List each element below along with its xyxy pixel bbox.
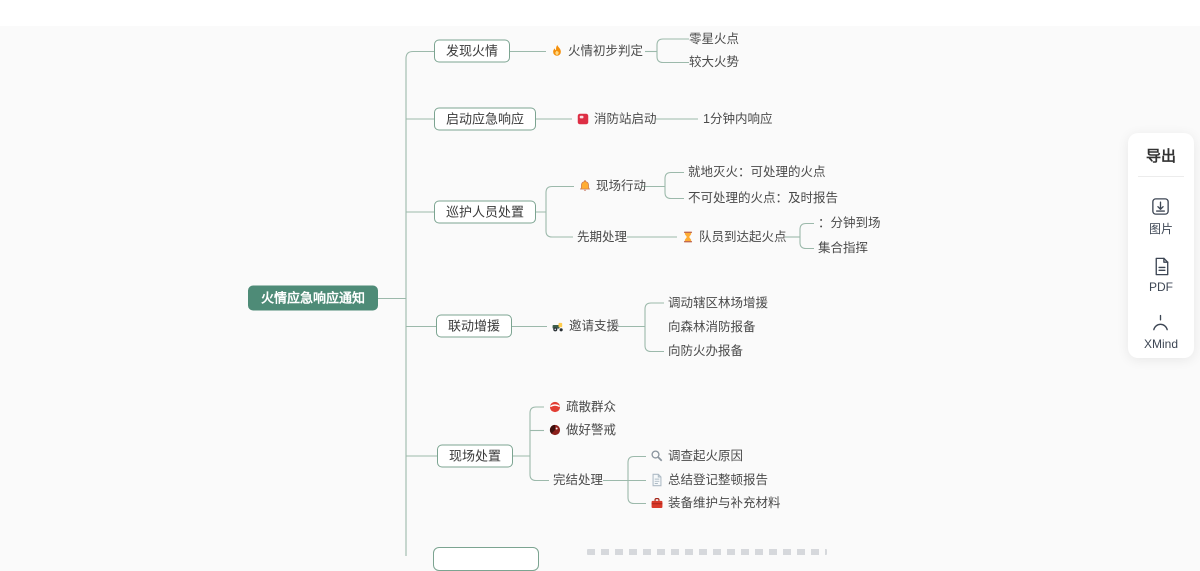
subtopic-report-forest-firefighting[interactable]: 向森林消防报备 — [668, 321, 756, 334]
magnifier-icon — [650, 449, 664, 463]
subtopic-large-fire[interactable]: 较大火势 — [689, 56, 739, 69]
subtopic-label: 不可处理的火点：及时报告 — [688, 190, 839, 205]
subtopic-evacuate-crowd[interactable]: 疏散群众 — [548, 400, 616, 414]
subtopic-label: ：分钟到场 — [818, 215, 881, 230]
subtopic-invite-support[interactable]: 邀请支援 — [551, 319, 619, 333]
subtopic-respond-in-one-minute[interactable]: 1分钟内响应 — [703, 113, 772, 126]
subtopic-label: 火情初步判定 — [568, 43, 644, 58]
subtopic-fire-station-start[interactable]: 消防站启动 — [576, 112, 657, 126]
topic-label: 启动应急响应 — [446, 111, 525, 127]
pdf-icon — [1151, 256, 1172, 277]
subtopic-label: 完结处理 — [553, 472, 604, 487]
subtopic-minutes-to-arrive[interactable]: ：分钟到场 — [818, 217, 881, 230]
subtopic-label: 向防火办报备 — [668, 343, 744, 358]
subtopic-summary-report[interactable]: 总结登记整顿报告 — [650, 473, 768, 487]
export-xmind-button[interactable]: XMind — [1144, 313, 1178, 351]
topic-label: 巡护人员处置 — [446, 204, 525, 220]
topic-label: 联动增援 — [448, 318, 501, 334]
subtopic-label: 调查起火原因 — [668, 448, 744, 463]
subtopic-extinguish-onsite[interactable]: 就地灭火：可处理的火点 — [688, 166, 826, 179]
export-panel-divider — [1138, 176, 1184, 177]
subtopic-assembly-command[interactable]: 集合指挥 — [818, 242, 868, 255]
subtopic-report-fire-prevention-office[interactable]: 向防火办报备 — [668, 345, 743, 358]
subtopic-label: 消防站启动 — [594, 111, 657, 126]
topic-joint-reinforcement[interactable]: 联动增援 — [436, 314, 513, 338]
export-pdf-button[interactable]: PDF — [1149, 256, 1173, 294]
subtopic-team-arrive-fire-point[interactable]: 队员到达起火点 — [681, 230, 787, 244]
clipped-text-remnant — [587, 549, 827, 555]
subtopic-label: 邀请支援 — [569, 318, 620, 333]
export-image-button[interactable]: 图片 — [1149, 196, 1173, 237]
extinguisher-icon — [576, 112, 590, 126]
subtopic-scattered-fire[interactable]: 零星火点 — [689, 33, 739, 46]
subtopic-label: 疏散群众 — [566, 399, 617, 414]
topic-onsite-disposal[interactable]: 现场处置 — [437, 444, 514, 468]
topic-start-emergency-response[interactable]: 启动应急响应 — [434, 107, 537, 131]
topic-patrol-personnel-handling[interactable]: 巡护人员处置 — [434, 200, 537, 224]
helmet-icon — [548, 400, 562, 414]
subtopic-investigate-fire-cause[interactable]: 调查起火原因 — [650, 449, 743, 463]
subtopic-label: 调动辖区林场增援 — [668, 295, 769, 310]
tractor-icon — [551, 319, 565, 333]
subtopic-early-handling[interactable]: 先期处理 — [577, 231, 627, 244]
mindmap-connectors — [360, 38, 814, 556]
hourglass-icon — [681, 230, 695, 244]
subtopic-label: 就地灭火：可处理的火点 — [688, 164, 826, 179]
subtopic-label: 1分钟内响应 — [703, 111, 773, 126]
subtopic-report-unhandleable[interactable]: 不可处理的火点：及时报告 — [688, 192, 838, 205]
alarm-icon — [548, 423, 562, 437]
fire-icon — [550, 44, 564, 58]
image-export-icon — [1150, 196, 1171, 217]
subtopic-label: 总结登记整顿报告 — [668, 472, 769, 487]
export-panel-title: 导出 — [1145, 148, 1176, 165]
subtopic-keep-guard[interactable]: 做好警戒 — [548, 423, 616, 437]
toolbox-icon — [650, 496, 664, 510]
subtopic-label: 向森林消防报备 — [668, 319, 756, 334]
document-icon — [650, 473, 664, 487]
subtopic-completion-handling[interactable]: 完结处理 — [553, 474, 603, 487]
subtopic-equipment-maintenance[interactable]: 装备维护与补充材料 — [650, 496, 781, 510]
subtopic-label: 现场行动 — [596, 178, 647, 193]
export-image-label: 图片 — [1148, 222, 1173, 236]
root-topic-label: 火情应急响应通知 — [261, 290, 366, 306]
subtopic-initial-judgement[interactable]: 火情初步判定 — [550, 44, 643, 58]
subtopic-label: 集合指挥 — [818, 240, 869, 255]
subtopic-mobilize-forest-farm[interactable]: 调动辖区林场增援 — [668, 297, 768, 310]
export-xmind-label: XMind — [1143, 337, 1178, 351]
subtopic-label: 先期处理 — [577, 229, 628, 244]
topic-label: 发现火情 — [446, 43, 499, 59]
subtopic-label: 较大火势 — [689, 54, 740, 69]
subtopic-onsite-action[interactable]: 现场行动 — [578, 179, 646, 193]
export-pdf-label: PDF — [1149, 280, 1173, 294]
bell-icon — [578, 179, 592, 193]
xmind-icon — [1150, 313, 1171, 334]
partial-branch-box[interactable] — [433, 547, 539, 571]
root-topic[interactable]: 火情应急响应通知 — [248, 285, 379, 311]
subtopic-label: 做好警戒 — [566, 422, 617, 437]
top-toolbar-band — [0, 0, 1200, 26]
topic-label: 现场处置 — [449, 448, 502, 464]
subtopic-label: 装备维护与补充材料 — [668, 495, 781, 510]
subtopic-label: 队员到达起火点 — [699, 229, 787, 244]
export-panel: 导出 图片 PDF XMind — [1128, 133, 1194, 358]
subtopic-label: 零星火点 — [689, 31, 740, 46]
topic-discover-fire[interactable]: 发现火情 — [434, 39, 511, 63]
